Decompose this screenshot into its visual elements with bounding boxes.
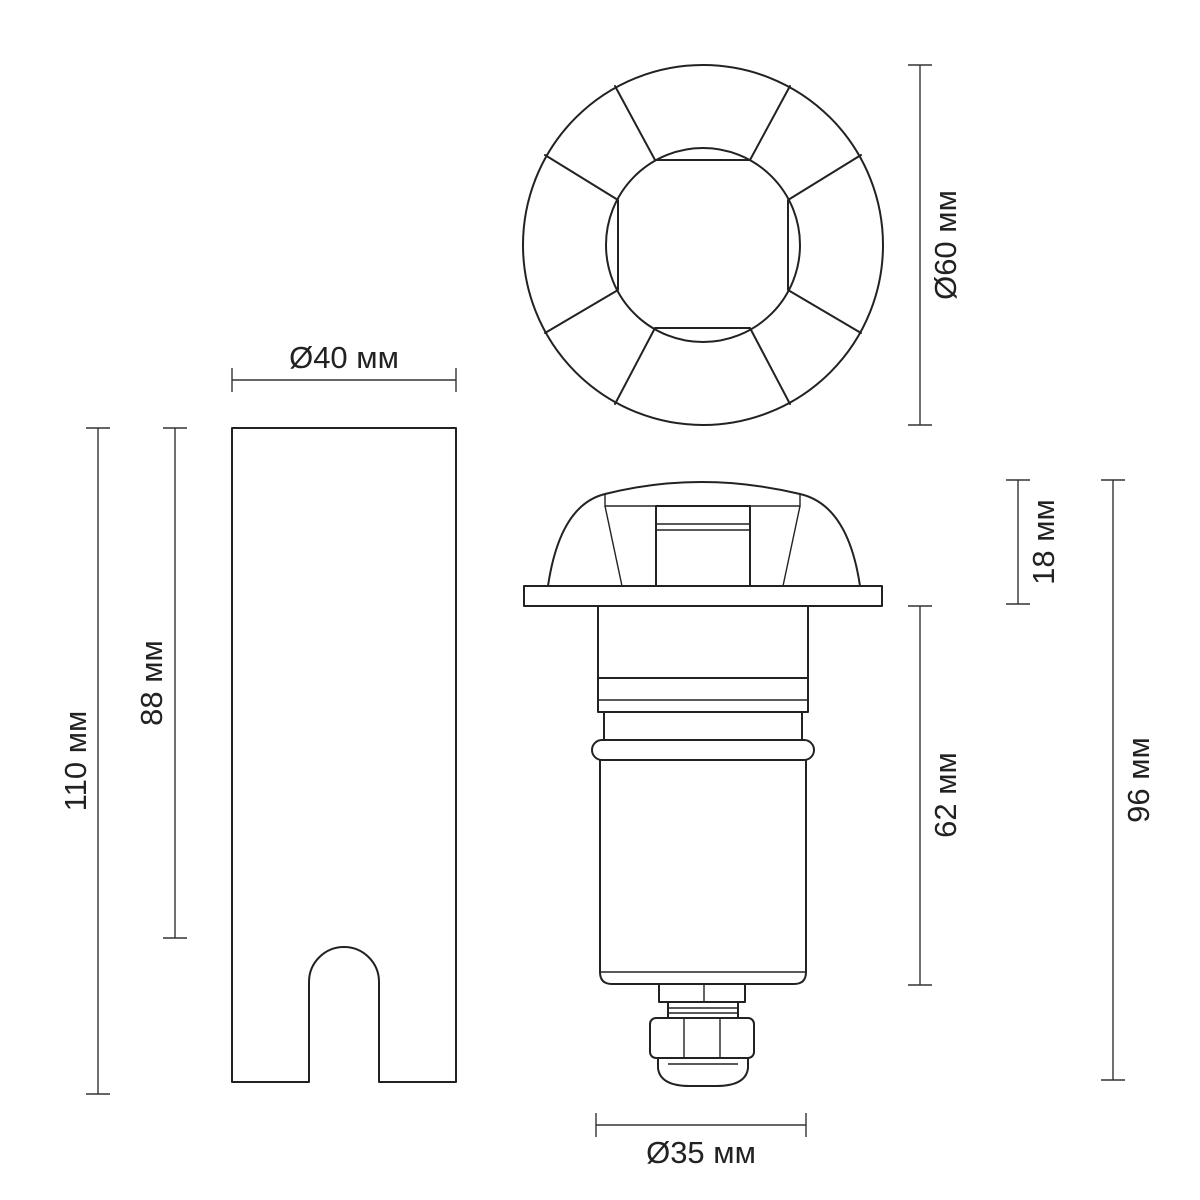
top-view-inner-circle [605,147,801,343]
dim-label-sleeve-height: 110 мм [58,711,93,812]
dim-label-sleeve-diameter: Ø40 мм [289,340,399,375]
top-view-slot-left [544,154,619,334]
fixture-louvre-right [782,505,801,587]
dim-label-sleeve-slot: 88 мм [134,640,169,726]
cable-gland-nut-faces [683,1018,721,1058]
top-view-outer-circle [522,64,884,426]
top-view-slot-bottom [614,327,791,405]
cable-gland-nut [649,1017,755,1059]
dimension-sleeve-height: 110 мм [58,427,110,1095]
mounting-sleeve [231,427,457,1083]
dimension-cap-diameter: Ø60 мм [908,64,963,426]
dimension-sleeve-diameter: Ø40 мм [231,340,457,392]
dim-label-cap-diameter: Ø60 мм [928,190,963,300]
fixture-flange [523,585,883,607]
fixture-band [597,677,809,713]
dim-label-fixture-height: 96 мм [1121,737,1156,823]
fixture-side-view [523,481,883,1087]
fixture-dome [547,481,861,587]
dim-label-body-height: 62 мм [928,752,963,838]
cable-gland-thread [667,1001,739,1019]
top-view-slot-top [614,85,791,161]
dim-label-body-diameter: Ø35 мм [646,1135,756,1170]
sleeve-outline [231,427,457,1083]
fixture-neck [603,711,803,741]
dimension-sleeve-slot: 88 мм [134,427,187,939]
dim-label-head-height: 18 мм [1026,499,1061,585]
cable-gland-thread-lines [668,1007,738,1014]
top-view-slot-right [787,154,862,334]
fixture-o-ring [591,739,815,761]
top-view [522,64,884,426]
dimension-body-diameter: Ø35 мм [595,1113,807,1170]
fixture-upper-body [597,605,809,679]
cable-gland-upper [658,983,746,1003]
fixture-cylinder [599,759,807,985]
fixture-louvre-left [604,505,623,587]
fixture-front-window [655,505,751,587]
dimension-body-height: 62 мм [908,605,963,986]
cable-gland-cap [657,1057,749,1087]
dimension-head-height: 18 мм [1006,479,1061,605]
fixture-dome-rim [604,494,801,507]
dimension-fixture-height: 96 мм [1101,479,1156,1081]
